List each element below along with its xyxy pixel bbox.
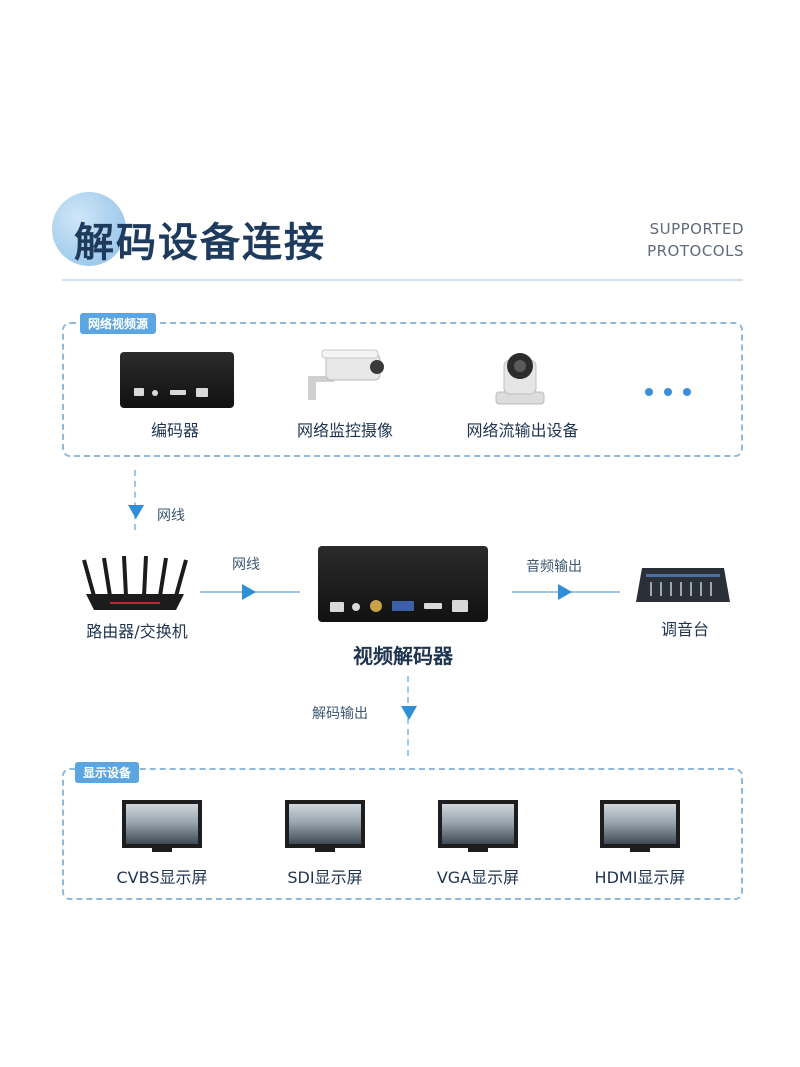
encoder-box-icon — [120, 352, 234, 408]
monitor-icon — [438, 800, 518, 854]
source-item-label: 编码器 — [150, 421, 199, 440]
display-device-group — [62, 768, 743, 900]
decoder-label: 视频解码器 — [353, 644, 453, 668]
monitor-icon — [600, 800, 680, 854]
display-item-label: CVBS显示屏 — [116, 868, 208, 887]
cable-line-vertical — [134, 470, 138, 530]
decorative-circle — [52, 192, 126, 266]
flow-label-output: 解码输出 — [312, 706, 368, 722]
arrow-right-icon — [558, 584, 572, 600]
source-item-label: 网络监控摄像 — [296, 421, 393, 440]
source-group-tag: 网络视频源 — [80, 313, 157, 334]
router-label: 路由器/交换机 — [86, 622, 188, 641]
display-item-label: SDI显示屏 — [287, 868, 363, 887]
subtitle-line-2: PROTOCOLS — [647, 242, 744, 260]
security-camera-icon — [308, 349, 384, 400]
subtitle: SUPPORTED PROTOCOLS — [647, 218, 744, 262]
monitor-icon — [285, 800, 365, 854]
monitor-icon — [122, 800, 202, 854]
display-item-label: HDMI显示屏 — [594, 868, 686, 887]
flow-label-router: 网线 — [232, 557, 260, 573]
display-group-tag: 显示设备 — [75, 762, 140, 783]
router-icon — [82, 556, 188, 610]
flow-label-source: 网线 — [157, 508, 185, 524]
arrow-down-icon — [401, 706, 417, 720]
page-title: 解码设备连接 — [74, 220, 326, 266]
source-item-label: 网络流输出设备 — [466, 421, 579, 440]
arrow-down-icon — [128, 505, 144, 519]
header-divider — [62, 279, 743, 281]
network-video-source-group — [62, 322, 743, 457]
subtitle-line-1: SUPPORTED — [649, 220, 744, 238]
ptz-camera-icon — [495, 353, 545, 405]
audio-mixer-icon — [636, 568, 730, 602]
flow-label-audio: 音频输出 — [526, 559, 582, 575]
ellipsis-icon — [645, 388, 693, 396]
arrow-right-icon — [242, 584, 256, 600]
display-item-label: VGA显示屏 — [436, 868, 520, 887]
decoder-box-icon — [318, 546, 488, 622]
mixer-label: 调音台 — [660, 620, 709, 639]
